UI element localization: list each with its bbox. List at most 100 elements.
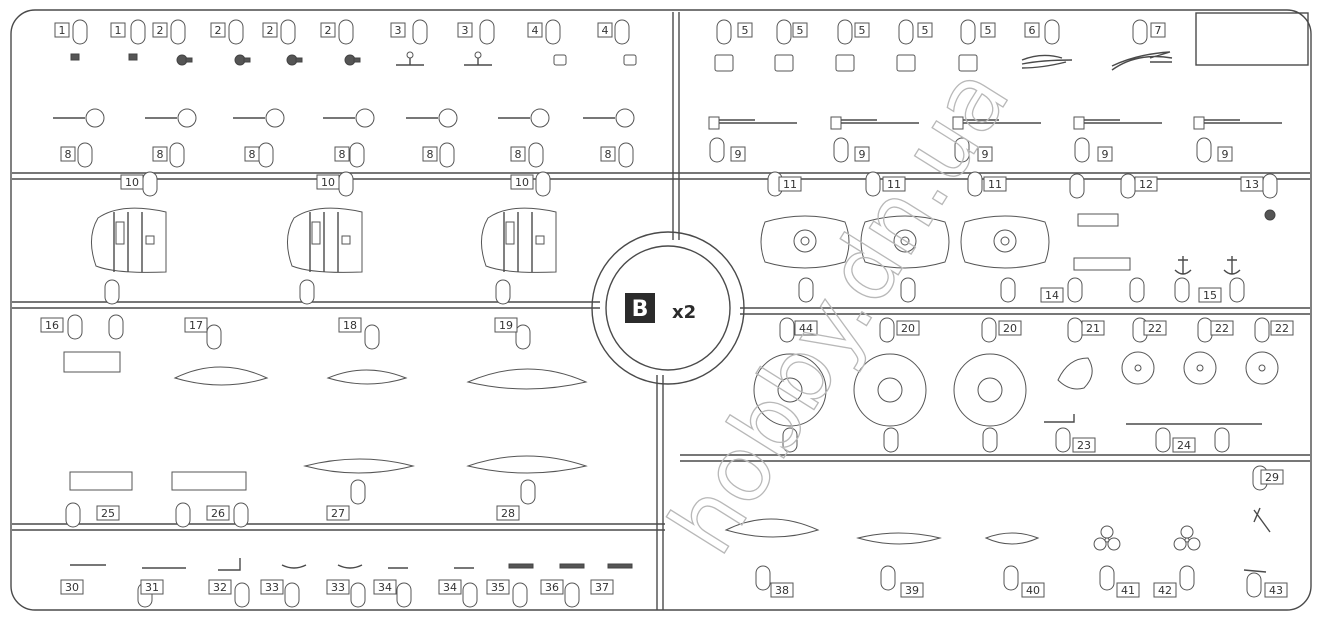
part-number-41: 41 [1121,584,1135,597]
part-4 [623,54,637,66]
part-number-box-22 [1270,320,1294,336]
part-9-breech [1193,116,1205,130]
sprue-gate-51 [364,324,380,350]
part-number-box-21 [1081,320,1105,336]
part-11-hub [800,236,810,246]
part-13 [1264,209,1276,221]
sprue-gate-44 [1067,277,1083,303]
center-hub-inner [605,245,731,371]
part-9-breech [708,116,720,130]
part-number-10: 10 [321,176,335,189]
sprue-gate-52 [515,324,531,350]
part-number-31: 31 [145,581,159,594]
part-number-3: 3 [395,24,402,37]
part-number-4: 4 [602,24,609,37]
part-9-breech [830,116,842,130]
sprue-gate-17 [77,142,93,168]
part-number-5: 5 [742,24,749,37]
part-number-16: 16 [45,319,59,332]
sprue-gate-54 [879,317,895,343]
part-number-box-20 [896,320,920,336]
part-5 [835,54,855,72]
part-number-2: 2 [157,24,164,37]
part-number-10: 10 [515,176,529,189]
part-2-tip [243,57,251,63]
sprue-gate-56 [1067,317,1083,343]
part-20-hole [877,377,903,403]
part-number-22: 22 [1275,322,1289,335]
part-number-27: 27 [331,507,345,520]
sprue-gate-35 [1069,173,1085,199]
part-number-box-20 [998,320,1022,336]
part-40 [984,532,1040,545]
sprue-gate-84 [1179,565,1195,591]
part-number-29: 29 [1265,471,1279,484]
part-10-detail [505,221,515,245]
part-16 [63,351,121,373]
part-39 [856,532,942,545]
part-number-9: 9 [1102,148,1109,161]
part-number-44: 44 [799,322,813,335]
part-number-box-9 [1097,146,1113,162]
part-10-detail [311,221,321,245]
part-number-box-13 [1240,176,1264,192]
sprue-gate-33 [865,171,881,197]
part-number-box-11 [983,176,1007,192]
part-number-box-42 [1153,582,1177,598]
part-number-box-27 [326,505,350,521]
part-23 [1044,414,1075,423]
part-15 [1174,256,1192,275]
part-number-11: 11 [988,178,1002,191]
sprue-gate-15 [1044,19,1060,45]
part-22-hub [1196,364,1204,372]
sprue-gate-42 [900,277,916,303]
part-number-box-43 [1264,582,1288,598]
part-number-box-10 [510,174,534,190]
part-number-box-9 [977,146,993,162]
part-number-8: 8 [515,148,522,161]
part-28 [466,455,588,474]
sprue-gate-37 [1262,173,1278,199]
part-number-33: 33 [331,581,345,594]
part-number-box-7 [1150,22,1166,38]
part-20-hole [977,377,1003,403]
part-number-23: 23 [1077,439,1091,452]
part-number-box-18 [338,317,362,333]
part-22-hub [1134,364,1142,372]
sprue-gate-14 [960,19,976,45]
sprue-gate-68 [175,502,191,528]
part-number-21: 21 [1086,322,1100,335]
part-5 [896,54,916,72]
part-number-box-23 [1072,437,1096,453]
part-number-box-24 [1172,437,1196,453]
part-number-20: 20 [1003,322,1017,335]
sprue-outer-frame [10,9,1312,611]
part-12 [1077,213,1119,227]
part-4 [553,54,567,66]
part-number-24: 24 [1177,439,1191,452]
sprue-gate-81 [880,565,896,591]
sprue-gate-64 [1155,427,1171,453]
sprue-gate-62 [982,427,998,453]
part-number-9: 9 [1222,148,1229,161]
sprue-gate-59 [1254,317,1270,343]
sprue-gate-38 [104,279,120,305]
part-number-box-12 [1134,176,1158,192]
sprue-gate-0 [72,19,88,45]
part-number-35: 35 [491,581,505,594]
part-38 [724,518,820,538]
sprue-gate-43 [1000,277,1016,303]
part-number-box-1 [110,22,126,38]
part-5 [958,54,978,72]
part-number-box-6 [1024,22,1040,38]
sprue-gate-30 [338,171,354,197]
part-number-box-32 [208,579,232,595]
part-number-34: 34 [443,581,457,594]
part-20-hole [777,377,803,403]
part-number-box-37 [590,579,614,595]
part-number-box-11 [882,176,906,192]
part-number-box-3 [390,22,406,38]
sprue-gate-8 [545,19,561,45]
part-15 [1223,256,1241,275]
